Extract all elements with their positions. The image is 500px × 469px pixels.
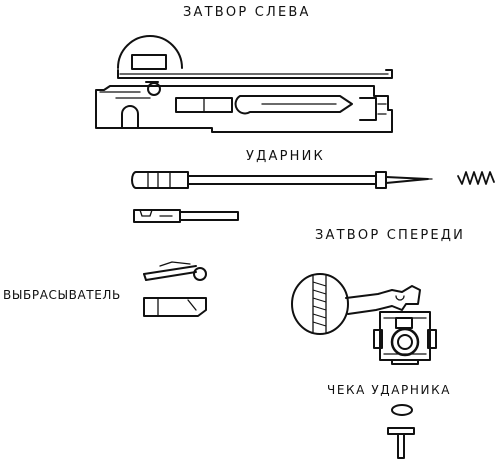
bolt-left-drawing	[95, 35, 393, 133]
striker-pin-drawing	[387, 404, 415, 459]
label-bolt-front: ЗАТВОР СПЕРЕДИ	[315, 228, 466, 243]
label-bolt-left: ЗАТВОР СЛЕВА	[183, 5, 311, 20]
bolt-front-drawing	[291, 273, 437, 365]
extractor-drawing	[143, 261, 207, 317]
label-striker: УДАРНИК	[246, 149, 325, 164]
label-striker-pin: ЧЕКА УДАРНИКА	[327, 383, 452, 397]
striker-drawing	[131, 171, 495, 223]
label-extractor: ВЫБРАСЫВАТЕЛЬ	[3, 288, 121, 302]
